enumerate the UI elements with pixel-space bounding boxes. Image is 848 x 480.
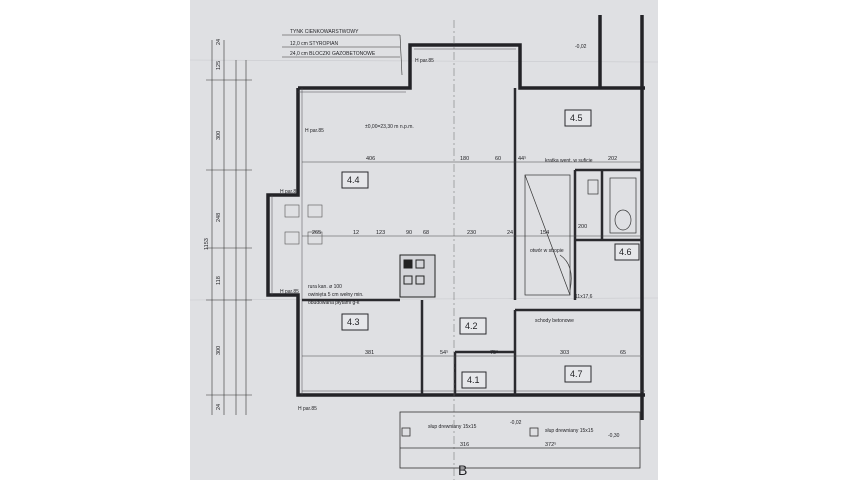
exterior-walls xyxy=(266,15,645,420)
terrace-outline xyxy=(399,411,641,469)
note-stair-opening: otwór w stropie xyxy=(530,248,564,254)
dim-h4: 44⁵ xyxy=(518,155,526,162)
room-4-4: 4.4 xyxy=(347,175,360,185)
bathroom-fixtures xyxy=(587,177,637,234)
dim-left-c: 118 xyxy=(216,276,222,285)
sill-mark-5: H par.85 xyxy=(415,58,434,64)
dim-top-b: 24 xyxy=(216,39,222,45)
floor-plan-drawing: 1153 300 248 118 300 24 125 24 TYNK CIEN… xyxy=(190,15,658,480)
wall-legend xyxy=(282,34,403,76)
axis-label-b: B xyxy=(458,462,467,478)
room-tags xyxy=(341,109,640,389)
dim-m7: 24 xyxy=(507,230,513,236)
dim-left-total: 1153 xyxy=(204,238,210,250)
sill-mark-2: H par.85 xyxy=(280,189,299,195)
level-mark-3: -0,30 xyxy=(608,433,620,439)
dim-b1: 316 xyxy=(460,442,469,448)
stair-hole xyxy=(524,174,572,296)
dim-m4: 90 xyxy=(406,230,412,236)
room-4-1: 4.1 xyxy=(467,375,480,385)
dim-b2: 372⁵ xyxy=(545,441,556,448)
dim-left-d: 300 xyxy=(216,346,222,355)
note-post-2: słup drewniany 15x15 xyxy=(545,428,594,434)
floor-plan-sheet: 1153 300 248 118 300 24 125 24 TYNK CIEN… xyxy=(190,0,658,480)
interior-walls xyxy=(302,88,642,395)
dim-l1: 381 xyxy=(365,350,374,356)
left-dimension-chain xyxy=(206,40,252,415)
room-4-6: 4.6 xyxy=(619,247,632,257)
dim-h1: 406 xyxy=(366,156,375,162)
dim-m1: 265 xyxy=(312,230,321,236)
note-concrete-stairs: schody betonowe xyxy=(535,318,574,324)
room-4-2: 4.2 xyxy=(465,321,478,331)
note-pipe-3: obudowana płytami g-k xyxy=(308,300,360,306)
note-kitchen-vent: kratka went. w suficie xyxy=(545,158,593,164)
dim-l5: 65 xyxy=(620,350,626,356)
note-pipe-1: rura kan. ø 100 xyxy=(308,284,342,290)
dim-l4: 303 xyxy=(560,350,569,356)
level-mark-1: -0,02 xyxy=(575,44,587,50)
dim-h3: 60 xyxy=(495,156,501,162)
note-pipe-2: owinięta 5 cm wełny min. xyxy=(308,292,364,298)
dim-h5: 202 xyxy=(608,156,617,162)
note-post-1: słup drewniany 15x15 xyxy=(428,424,477,430)
dim-m9: 200 xyxy=(578,224,587,230)
dim-m6: 230 xyxy=(467,230,476,236)
legend-title: TYNK CIENKOWARSTWOWY xyxy=(290,29,359,35)
room-4-7: 4.7 xyxy=(570,369,583,379)
dim-m3: 123 xyxy=(376,230,385,236)
legend-line2: 24,0 cm BLOCZKI GAZOBETONOWE xyxy=(290,51,376,57)
room-4-3: 4.3 xyxy=(347,317,360,327)
dim-m2: 12 xyxy=(353,230,359,236)
dim-m8: 154 xyxy=(540,230,549,236)
dim-top-a: 125 xyxy=(216,61,222,70)
dim-left-a: 300 xyxy=(216,131,222,140)
room-4-5: 4.5 xyxy=(570,113,583,123)
chimney-block xyxy=(399,254,436,298)
dim-l2: 54⁵ xyxy=(440,349,448,356)
dining-chairs xyxy=(284,204,323,245)
sill-mark-1: H par.85 xyxy=(305,128,324,134)
level-mark-2: -0,02 xyxy=(510,420,522,426)
dim-l3: 75⁵ xyxy=(490,349,498,356)
wall-hatching xyxy=(271,48,645,395)
dim-left-b: 248 xyxy=(216,213,222,222)
dim-left-e: 24 xyxy=(216,404,222,410)
sill-mark-4: H par.85 xyxy=(298,406,317,412)
dim-h2: 180 xyxy=(460,156,469,162)
sill-mark-3: H par.85 xyxy=(280,289,299,295)
dim-m5: 68 xyxy=(423,230,429,236)
elevation-mark: ±0,00=23,30 m n.p.m. xyxy=(365,124,414,130)
stair-size: 11x17,6 xyxy=(575,294,593,300)
paper-fold-lines xyxy=(190,59,658,301)
legend-line1: 12,0 cm STYROPIAN xyxy=(290,41,338,47)
